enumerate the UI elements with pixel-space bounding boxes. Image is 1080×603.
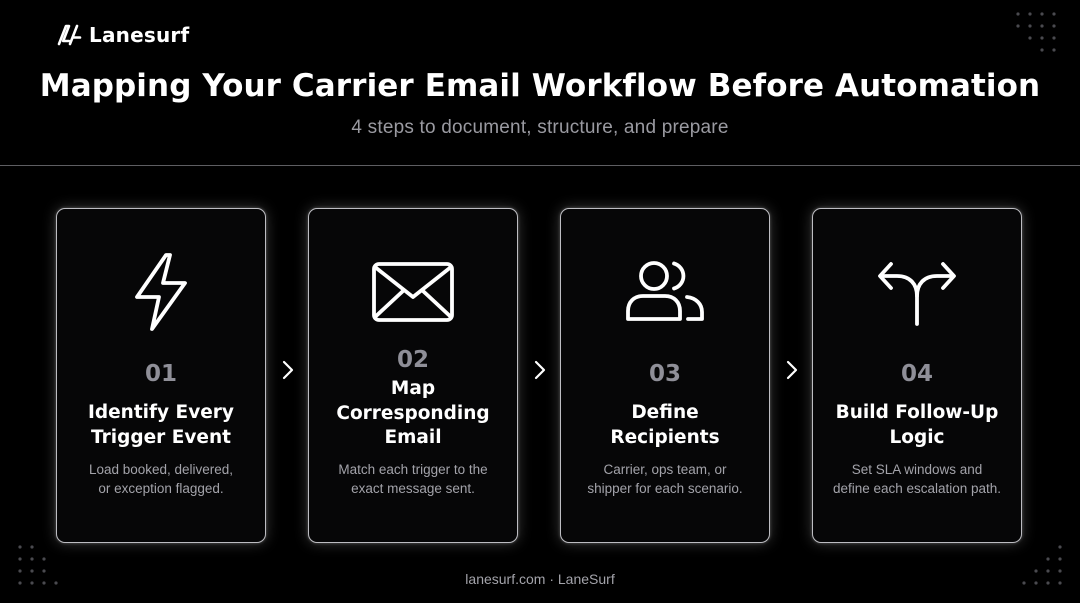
brand-name: Lanesurf xyxy=(89,23,190,47)
users-icon xyxy=(626,261,704,321)
step-description: Carrier, ops team, or shipper for each s… xyxy=(587,462,743,496)
step-title: Identify Every Trigger Event xyxy=(87,402,234,448)
step-card-1: 01 Identify Every Trigger Event Load boo… xyxy=(56,208,266,543)
page-title: Mapping Your Carrier Email Workflow Befo… xyxy=(39,68,1041,104)
footer-text: lanesurf.com · LaneSurf xyxy=(465,571,615,587)
step-title: Map Corresponding Email xyxy=(336,378,490,448)
step-number: 03 xyxy=(648,361,681,387)
step-card-3: 03 Define Recipients Carrier, ops team, … xyxy=(560,208,770,543)
step-number: 04 xyxy=(900,361,933,387)
decorative-dot-grid xyxy=(1022,545,1062,585)
lanesurf-logo-icon xyxy=(57,24,82,46)
lightning-bolt-icon xyxy=(135,253,187,331)
page-subtitle: 4 steps to document, structure, and prep… xyxy=(351,117,729,138)
step-card-4: 04 Build Follow-Up Logic Set SLA windows… xyxy=(812,208,1022,543)
split-arrows-icon xyxy=(878,262,956,326)
decorative-dot-grid xyxy=(18,545,58,585)
step-description: Match each trigger to the exact message … xyxy=(338,462,488,496)
chevron-right-icon xyxy=(786,360,798,380)
step-number: 02 xyxy=(396,347,429,373)
step-description: Set SLA windows and define each escalati… xyxy=(832,462,1002,496)
step-title: Define Recipients xyxy=(610,402,720,448)
header-divider xyxy=(0,165,1080,166)
brand-logo: Lanesurf xyxy=(56,22,189,48)
step-card-2: 02 Map Corresponding Email Match each tr… xyxy=(308,208,518,543)
envelope-icon xyxy=(372,262,454,322)
chevron-right-icon xyxy=(282,360,294,380)
step-description: Load booked, delivered, or exception fla… xyxy=(88,462,234,496)
decorative-dot-grid xyxy=(1016,12,1056,52)
step-title: Build Follow-Up Logic xyxy=(835,402,999,448)
chevron-right-icon xyxy=(534,360,546,380)
step-number: 01 xyxy=(144,361,177,387)
